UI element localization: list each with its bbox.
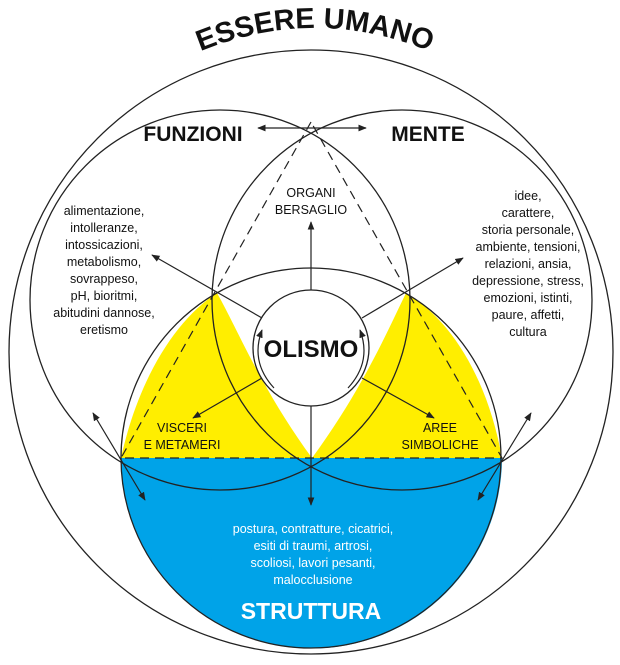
- funzioni-item: abitudini dannose,: [53, 306, 154, 320]
- arrow-left-double: [92, 412, 146, 501]
- funzioni-item: sovrappeso,: [70, 272, 138, 286]
- cycle-arrow-left: [256, 329, 275, 389]
- funzioni-list: alimentazione, intolleranze, intossicazion…: [53, 204, 154, 337]
- funzioni-circle: [29, 109, 411, 491]
- mente-item: cultura: [509, 325, 547, 339]
- visceri-label-2: E METAMERI: [144, 438, 221, 452]
- visceri-region: [121, 293, 312, 458]
- mente-circle: [211, 109, 593, 491]
- struttura-label: STRUTTURA: [241, 598, 382, 624]
- arrow-visceri: [192, 377, 263, 419]
- struttura-region: [121, 458, 502, 649]
- struttura-item: malocclusione: [273, 573, 352, 587]
- struttura-item: postura, contratture, cicatrici,: [233, 522, 393, 536]
- mente-item: relazioni, ansia,: [485, 257, 572, 271]
- visceri-label-1: VISCERI: [157, 421, 207, 435]
- struttura-list: postura, contratture, cicatrici, esiti di…: [233, 522, 393, 587]
- funzioni-item: intossicazioni,: [65, 238, 143, 252]
- mente-item: emozioni, istinti,: [484, 291, 573, 305]
- mente-list: idee, carattere, storia personale, ambiente…: [472, 189, 584, 339]
- organi-label-1: ORGANI: [286, 186, 335, 200]
- funzioni-item: metabolismo,: [67, 255, 141, 269]
- cycle-arrow-right: [347, 329, 366, 389]
- funzioni-item: alimentazione,: [64, 204, 145, 218]
- arrow-mente: [361, 257, 464, 319]
- mente-item: idee,: [514, 189, 541, 203]
- mente-item: storia personale,: [482, 223, 574, 237]
- mente-item: paure, affetti,: [492, 308, 565, 322]
- mente-item: ambiente, tensioni,: [476, 240, 581, 254]
- aree-label-1: AREE: [423, 421, 457, 435]
- funzioni-label: FUNZIONI: [143, 123, 242, 146]
- funzioni-item: eretismo: [80, 323, 128, 337]
- aree-region: [312, 293, 502, 458]
- aree-label-2: SIMBOLICHE: [401, 438, 478, 452]
- struttura-item: esiti di traumi, artrosi,: [254, 539, 373, 553]
- arrow-right-double: [477, 412, 532, 501]
- mente-label: MENTE: [391, 123, 465, 146]
- funzioni-item: intolleranze,: [70, 221, 137, 235]
- funzioni-item: pH, bioritmi,: [71, 289, 138, 303]
- arrow-funzioni: [151, 254, 263, 319]
- arrow-aree: [361, 377, 435, 419]
- struttura-item: scoliosi, lavori pesanti,: [250, 556, 375, 570]
- organi-label-2: BERSAGLIO: [275, 203, 348, 217]
- olismo-label: OLISMO: [264, 336, 359, 363]
- outer-circle: [8, 49, 614, 655]
- mente-item: carattere,: [502, 206, 555, 220]
- mente-item: depressione, stress,: [472, 274, 584, 288]
